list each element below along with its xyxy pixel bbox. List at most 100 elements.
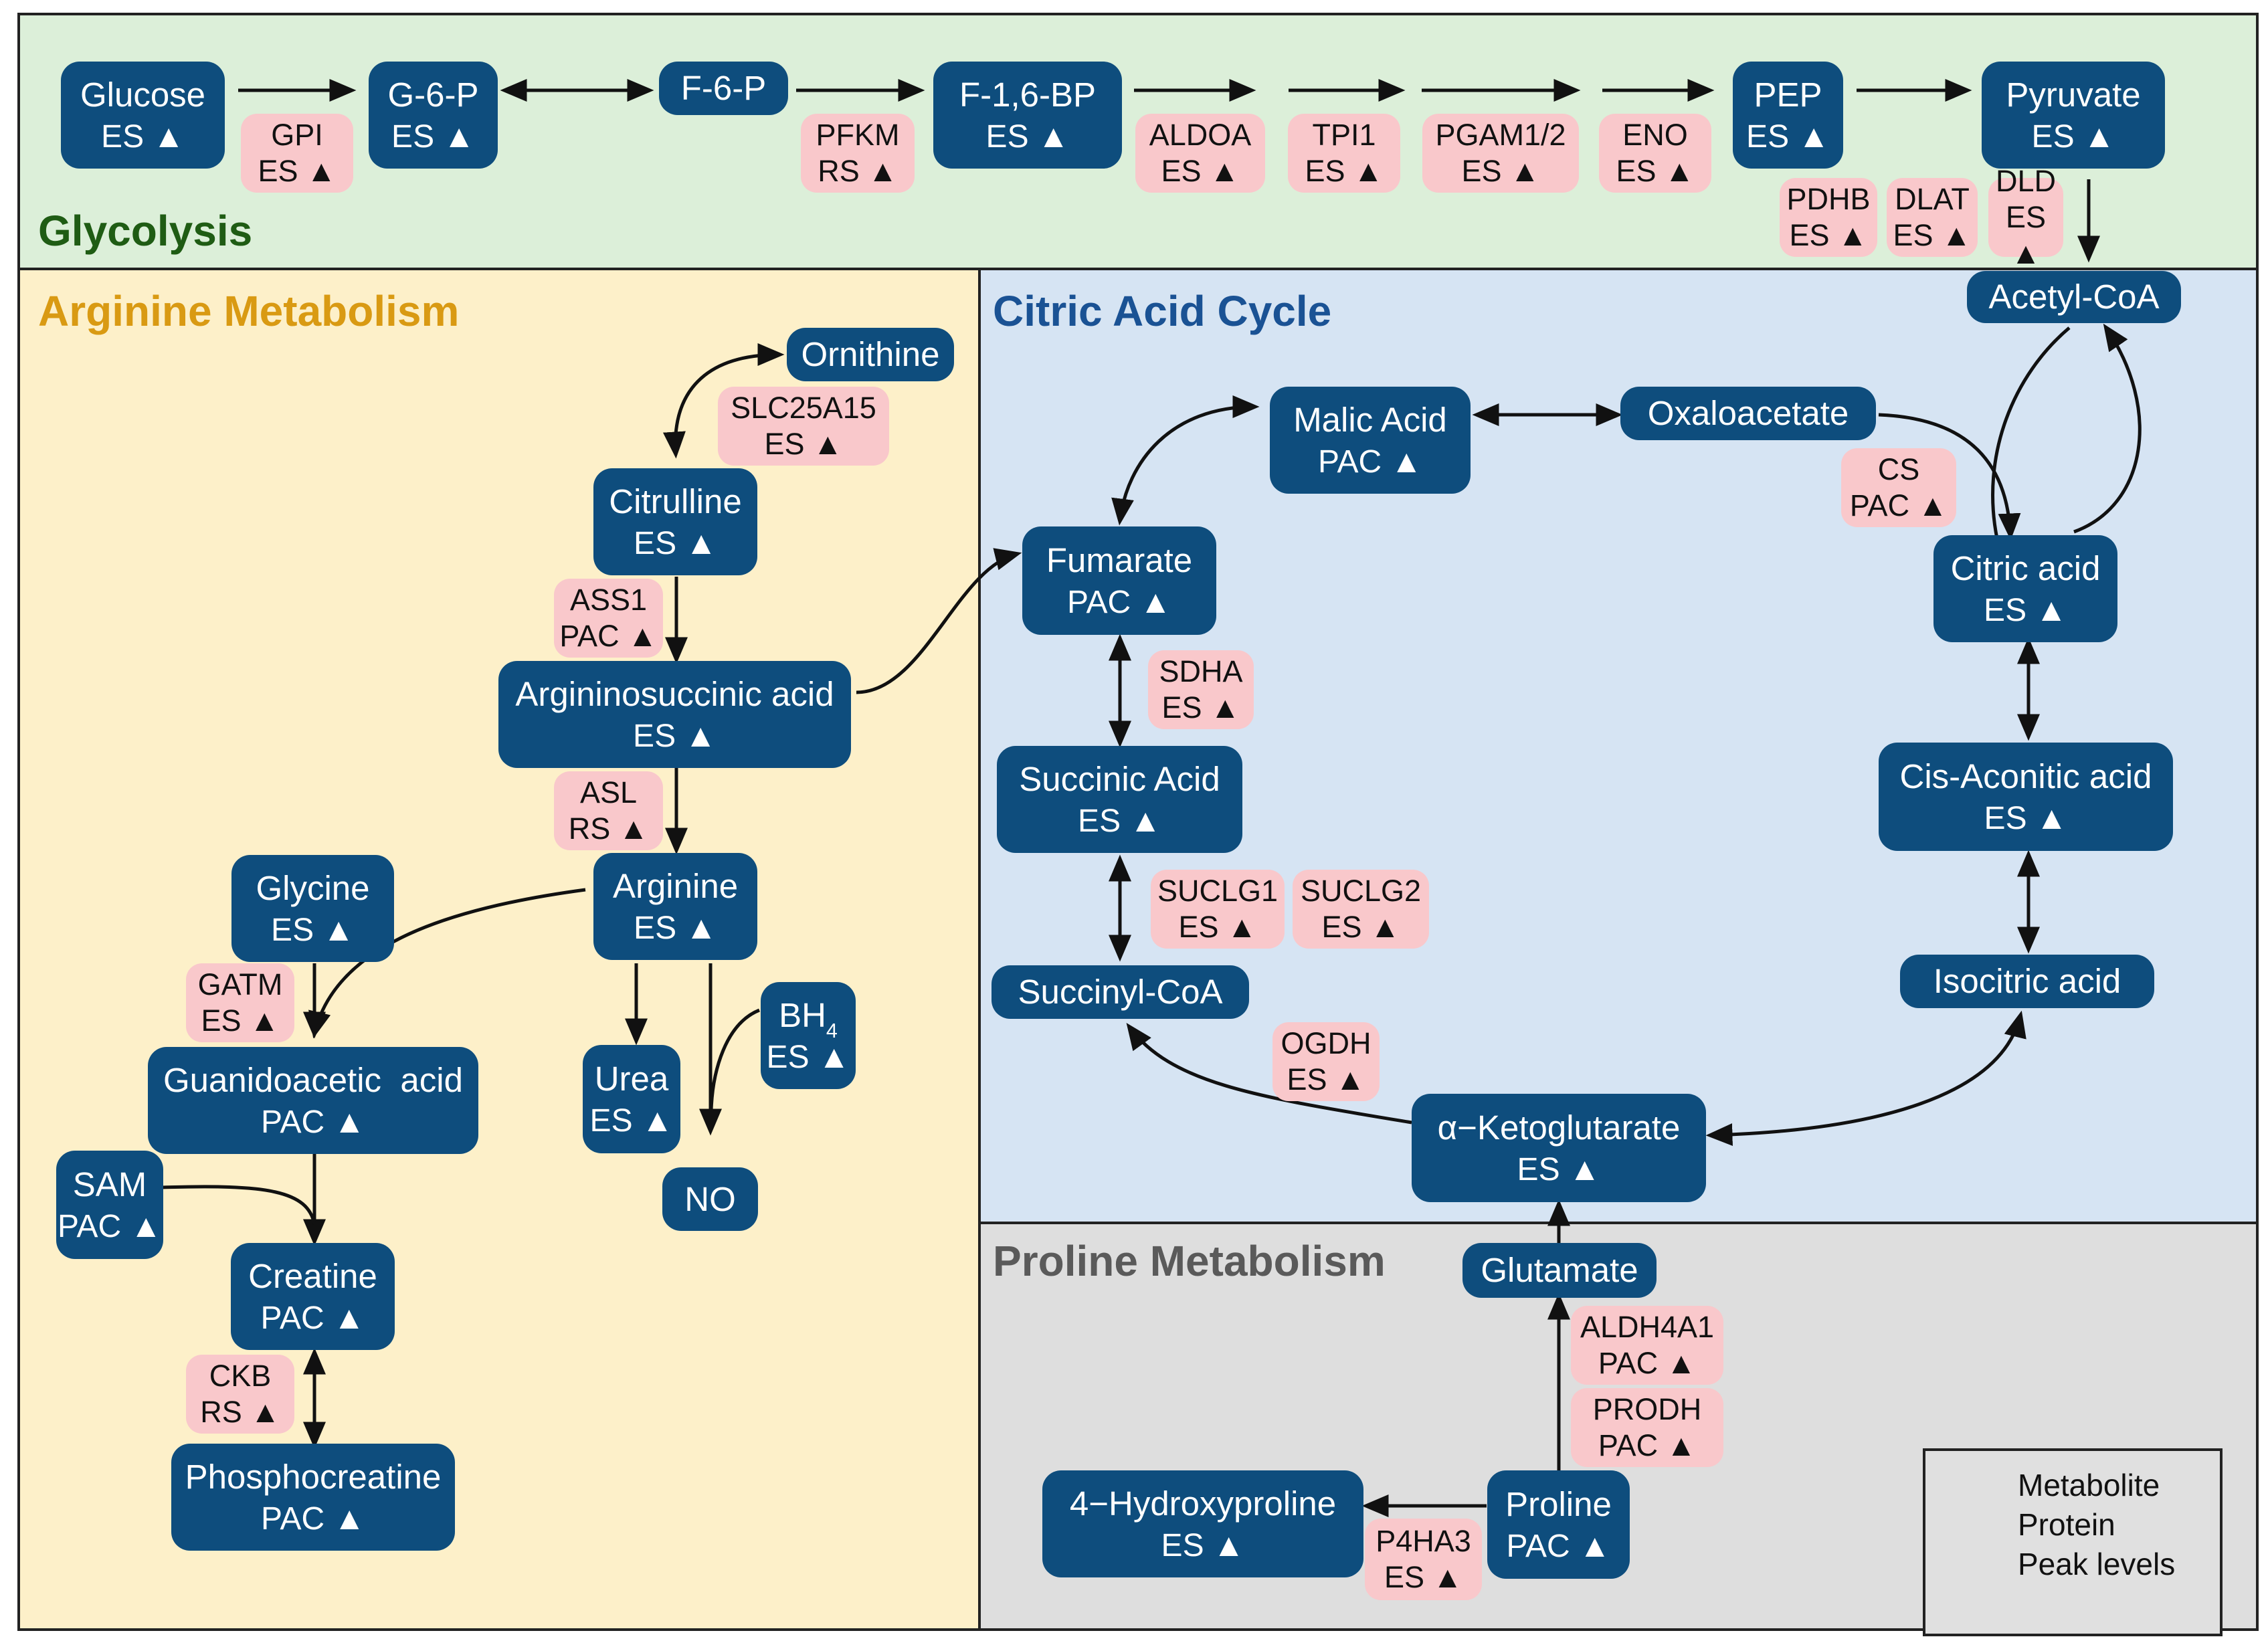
metabolite-name: Cis-Aconitic acid <box>1899 757 2152 795</box>
metabolite-name: Citrulline <box>609 482 742 520</box>
peak-icon: ▲ <box>1432 1560 1463 1594</box>
metabolite-isocitric-acid: Isocitric acid <box>1900 955 2154 1008</box>
legend-peak-label: Peak levels <box>2018 1547 2176 1581</box>
level-label: ES <box>1746 118 1790 155</box>
level-label: ES <box>258 154 298 188</box>
metabolite-guanidoacetic-acid: Guanidoacetic acid PAC ▲ <box>148 1047 478 1154</box>
peak-icon: ▲ <box>1335 1062 1365 1096</box>
protein-gpi: GPI ES ▲ <box>241 114 353 193</box>
metabolite-bh4: BH4 ES ▲ <box>761 982 856 1089</box>
metabolite-name: Acetyl-CoA <box>1988 278 2160 316</box>
metabolite-pyruvate: Pyruvate ES ▲ <box>1982 62 2165 169</box>
glycolysis-title: Glycolysis <box>38 207 253 255</box>
peak-icon: ▲ <box>250 1395 280 1429</box>
metabolite-creatine: Creatine PAC ▲ <box>231 1243 395 1350</box>
level-label: ES <box>1616 154 1657 188</box>
peak-icon: ▲ <box>1227 910 1257 944</box>
protein-p4ha3: P4HA3 ES ▲ <box>1365 1519 1482 1600</box>
protein-prodh: PRODH PAC ▲ <box>1571 1388 1723 1467</box>
peak-icon: ▲ <box>1665 154 1695 188</box>
level-label: PAC <box>1849 488 1910 522</box>
metabolite-oxaloacetate: Oxaloacetate <box>1620 387 1876 440</box>
protein-tpi1: TPI1 ES ▲ <box>1288 114 1400 193</box>
protein-suclg2: SUCLG2 ES ▲ <box>1293 870 1429 949</box>
peak-icon: ▲ <box>1578 1528 1611 1564</box>
protein-name: PGAM1/2 <box>1435 118 1566 152</box>
peak-icon: ▲ <box>1212 1527 1245 1563</box>
metabolite-no: NO <box>662 1167 758 1231</box>
metabolite-name: BH <box>779 995 826 1034</box>
level-label: ES <box>589 1102 633 1139</box>
metabolite-phosphocreatine: Phosphocreatine PAC ▲ <box>171 1444 455 1551</box>
arrows <box>161 79 2142 1517</box>
arginine-title: Arginine Metabolism <box>38 287 460 335</box>
peak-icon: ▲ <box>2083 118 2115 155</box>
protein-sdha: SDHA ES ▲ <box>1148 650 1254 729</box>
metabolite-name: Pyruvate <box>2006 75 2141 114</box>
peak-icon: ▲ <box>1666 1428 1697 1462</box>
metabolite-ornithine: Ornithine <box>787 328 954 381</box>
level-label: ES <box>1078 803 1121 839</box>
peak-icon: ▲ <box>1370 910 1400 944</box>
proline-title: Proline Metabolism <box>993 1237 1386 1285</box>
level-label: ES <box>1517 1151 1560 1187</box>
level-label: PAC <box>1067 584 1131 620</box>
protein-name: CS <box>1877 452 1920 486</box>
metabolite-name: Proline <box>1505 1484 1612 1523</box>
metabolite-name: Glucose <box>80 75 206 114</box>
peak-icon: ▲ <box>322 912 355 948</box>
protein-name: GATM <box>197 967 283 1001</box>
metabolite-name: PEP <box>1754 75 1822 114</box>
level-label: ES <box>2005 200 2047 234</box>
metabolite-sam: SAM PAC ▲ <box>56 1151 163 1259</box>
metabolite-name: F-6-P <box>680 69 767 108</box>
metabolite-citric-acid: Citric acid ES ▲ <box>1933 535 2117 642</box>
peak-icon: ▲ <box>1510 154 1540 188</box>
level-label: ES <box>634 910 677 946</box>
legend-protein-label: Protein <box>2018 1507 2115 1542</box>
protein-name: TPI1 <box>1312 118 1376 152</box>
protein-cs: CS PAC ▲ <box>1841 448 1956 527</box>
peak-icon: ▲ <box>1838 218 1868 252</box>
protein-pfkm: PFKM RS ▲ <box>801 114 915 193</box>
peak-icon: ▲ <box>1798 118 1830 155</box>
protein-ckb: CKB RS ▲ <box>186 1355 294 1434</box>
metabolite-name: Urea <box>594 1059 669 1098</box>
peak-icon: ▲ <box>130 1208 162 1244</box>
peak-icon: ▲ <box>628 619 658 653</box>
metabolite-glucose: Glucose ES ▲ <box>61 62 225 169</box>
protein-name: ALDH4A1 <box>1580 1310 1715 1344</box>
protein-gatm: GATM ES ▲ <box>186 963 294 1042</box>
level-label: PAC <box>261 1104 325 1140</box>
protein-name: ASL <box>579 775 638 809</box>
legend <box>1923 1448 2223 1636</box>
protein-name: SUCLG2 <box>1300 874 1422 908</box>
level-label: ES <box>1984 800 2027 836</box>
metabolite-cis-aconitic-acid: Cis-Aconitic acid ES ▲ <box>1879 743 2173 851</box>
protein-dld: DLD ES ▲ <box>1988 164 2063 270</box>
peak-icon: ▲ <box>1353 154 1384 188</box>
protein-pdhb: PDHB ES ▲ <box>1780 178 1877 257</box>
level-label: ES <box>764 427 805 461</box>
peak-icon: ▲ <box>1139 584 1171 620</box>
protein-name: CKB <box>209 1359 272 1393</box>
metabolite-glycine: Glycine ES ▲ <box>231 855 394 962</box>
protein-suclg1: SUCLG1 ES ▲ <box>1151 870 1285 949</box>
metabolite-glutamate: Glutamate <box>1462 1243 1657 1298</box>
level-label: PAC <box>1506 1528 1570 1564</box>
metabolite-name: SAM <box>72 1165 147 1203</box>
metabolite-4-hydroxyproline: 4−Hydroxyproline ES ▲ <box>1042 1470 1363 1577</box>
level-label: PAC <box>1598 1346 1659 1380</box>
peak-icon: ▲ <box>333 1501 365 1537</box>
metabolite-name: G-6-P <box>387 75 479 114</box>
level-label: RS <box>818 154 860 188</box>
peak-icon: ▲ <box>306 154 337 188</box>
level-label: ES <box>271 912 314 948</box>
level-label: ES <box>1384 1560 1424 1594</box>
metabolite-name: Fumarate <box>1046 541 1193 579</box>
metabolite-name: Creatine <box>248 1256 377 1295</box>
level-label: ES <box>1305 154 1345 188</box>
metabolite-proline: Proline PAC ▲ <box>1487 1470 1630 1579</box>
level-label: PAC <box>260 1300 324 1336</box>
level-label: ES <box>201 1003 242 1038</box>
